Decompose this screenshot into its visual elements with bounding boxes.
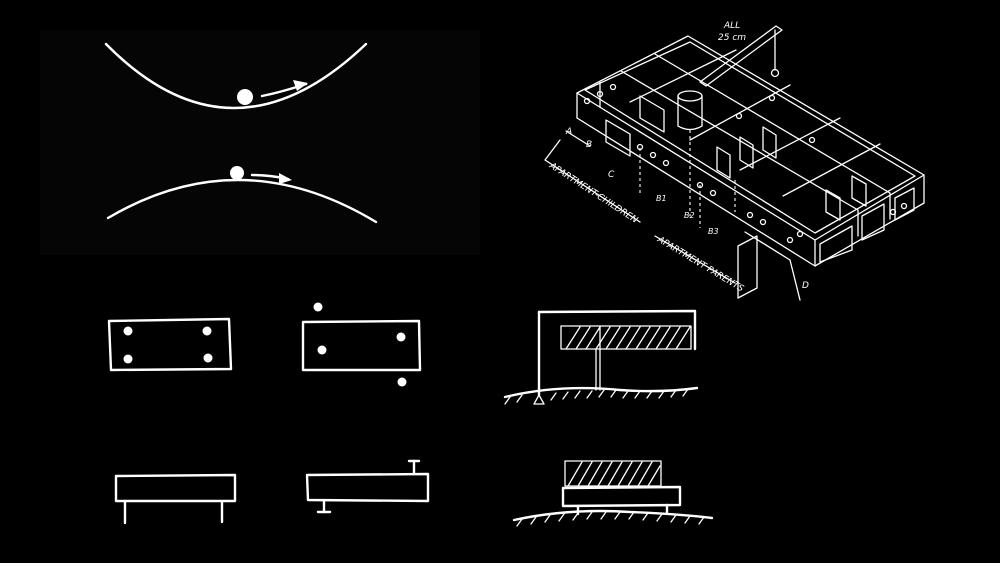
iso-crosswall <box>739 117 841 171</box>
iso-wall <box>620 70 859 237</box>
note-grid-b: B <box>586 140 592 150</box>
iso-crosswall <box>689 84 791 141</box>
note-dimension: 25 cm <box>718 33 746 43</box>
note-grid-c: C <box>608 170 615 180</box>
beam-elevation-1 <box>114 473 237 503</box>
note-grid-b1: B1 <box>656 194 667 203</box>
iso-opening <box>739 136 754 169</box>
hill-motion-arrowhead <box>279 173 292 184</box>
note-apartment-right: APARTMENT PARENTS <box>655 234 746 294</box>
column-dot <box>317 345 327 355</box>
frame-top-line <box>537 309 697 351</box>
iso-top-beam <box>699 25 783 87</box>
hatched-block-outline <box>564 460 662 487</box>
elevation-beam-on-legs <box>114 473 237 525</box>
plan-columns-offset <box>301 302 422 387</box>
ground-hatch-2 <box>516 511 705 527</box>
column-dot <box>123 354 133 364</box>
column-dot <box>123 326 133 336</box>
iso-opening <box>716 146 731 179</box>
column-dot <box>396 332 406 342</box>
base-slab <box>561 485 682 508</box>
iso-opening <box>639 95 665 133</box>
note-grid-a: A <box>565 127 572 137</box>
note-grid-b2: B2 <box>684 211 695 220</box>
convex-hill-curve <box>106 178 378 224</box>
iso-core-bottom <box>677 125 703 131</box>
iso-wall <box>654 53 891 220</box>
iso-wall-holes <box>583 83 908 244</box>
iso-top-outline <box>576 35 925 241</box>
iso-crosswall <box>782 143 881 197</box>
iso-dimension-right <box>744 231 791 261</box>
iso-opening <box>819 225 853 263</box>
concave-bowl-curve <box>104 42 368 110</box>
hatched-mass-outline <box>560 325 692 350</box>
iso-side-panel <box>737 235 758 299</box>
ground-line-2 <box>512 509 714 522</box>
iso-dimension-left <box>544 139 641 223</box>
section-block-on-base <box>512 460 714 527</box>
beam-elevation-2 <box>305 472 430 503</box>
note-all: ALL <box>723 21 740 31</box>
note-grid-b3: B3 <box>708 227 719 236</box>
iso-opening <box>825 189 841 221</box>
ground-hatch-1 <box>504 388 689 405</box>
plan-rectangle-1 <box>107 317 233 372</box>
iso-dimension-right-2 <box>789 259 801 301</box>
iso-opening <box>861 203 885 241</box>
iso-top-inner-outline <box>584 41 916 234</box>
bowl-motion-arrowhead <box>293 80 308 91</box>
iso-dimension-tick <box>565 130 591 147</box>
iso-opening <box>605 119 631 157</box>
elevation-beam-cantilever <box>305 459 430 514</box>
unstable-equilibrium-group <box>104 42 368 110</box>
section-raised-frame <box>503 309 699 405</box>
iso-bottom-outline <box>576 117 925 267</box>
hatching-2 <box>567 461 661 487</box>
iso-core-top <box>677 90 703 102</box>
isometric-apartment-sketch <box>544 25 925 301</box>
ground-line-1 <box>503 386 699 399</box>
stability-panel <box>40 30 480 255</box>
column-dot <box>313 302 323 312</box>
iso-opening <box>762 126 777 159</box>
iso-crosswall <box>629 49 737 103</box>
column-dot <box>203 353 213 363</box>
pin-support-triangle <box>533 394 545 405</box>
stable-equilibrium-group <box>106 166 378 224</box>
plan-rectangle-2 <box>301 319 422 372</box>
note-apartment-left: APARTMENT-CHILDREN <box>547 161 640 226</box>
note-grid-d: D <box>802 281 809 291</box>
iso-opening <box>851 175 867 207</box>
column-dot <box>202 326 212 336</box>
column-dot <box>397 377 407 387</box>
iso-dimension-bottom <box>654 235 736 284</box>
ball-in-bowl <box>237 89 253 105</box>
ball-on-hill <box>230 166 244 180</box>
plan-columns-inside <box>107 317 233 372</box>
iso-hanger-ring <box>770 68 780 78</box>
hatching-1 <box>565 326 691 350</box>
